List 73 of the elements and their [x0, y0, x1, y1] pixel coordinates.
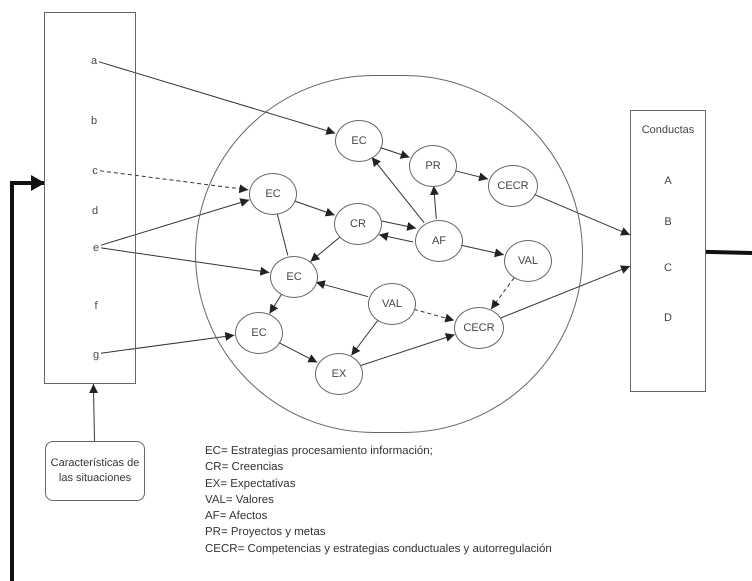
legend-text: PR= Proyectos y metas: [205, 525, 326, 540]
node-label: EC: [251, 326, 267, 340]
arrow: [381, 220, 417, 231]
situation-box: [44, 12, 136, 384]
node-label: Conductas: [640, 123, 696, 137]
node-label: EC: [265, 187, 281, 201]
concept-ellipse: [315, 353, 363, 395]
legend-text: EX= Expectativas: [205, 476, 296, 492]
concept-ellipse: [249, 173, 297, 215]
concept-ellipse: [415, 220, 463, 262]
concept-ellipse: [334, 203, 382, 245]
legend-text: CECR= Competencias y estrategias conductuales y autorregulación: [205, 542, 552, 557]
arrow: [100, 247, 270, 276]
concept-ellipse: [270, 256, 318, 298]
arrow: [98, 61, 336, 135]
legend-text: CR= Creencias: [205, 460, 284, 476]
node-label: AF: [432, 234, 446, 248]
concept-ellipse: [454, 307, 504, 349]
item-letter: d: [92, 204, 98, 218]
arrow: [490, 277, 515, 310]
node-label: Características de las situaciones: [50, 456, 140, 486]
node-label: B: [663, 215, 673, 229]
arrow: [371, 156, 425, 224]
concept-ellipse: [335, 120, 383, 162]
arrow: [100, 332, 235, 354]
rounded-box: [45, 441, 145, 501]
item-letter: g: [92, 348, 100, 362]
arrow: [500, 265, 630, 318]
node-label: CECR: [497, 179, 529, 193]
legend-text: EC= Estrategias procesamiento información;: [205, 444, 434, 459]
node-label: PR: [425, 159, 441, 173]
arrow: [294, 200, 336, 216]
node-label: VAL: [382, 297, 402, 311]
arrow: [430, 185, 439, 220]
legend-text: VAL= Valores: [205, 492, 275, 508]
item-letter: f: [94, 299, 98, 313]
arrow: [413, 308, 455, 322]
arrow: [380, 147, 410, 159]
node-label: CR: [350, 217, 366, 231]
concept-ellipse: [488, 165, 538, 207]
item-letter: c: [92, 164, 98, 178]
node-label: C: [663, 261, 673, 275]
item-letter: e: [92, 241, 100, 255]
node-label: D: [663, 311, 673, 325]
node-label: CECR: [463, 321, 495, 335]
node-label: EC: [286, 270, 302, 284]
item-letter: a: [90, 54, 98, 68]
arrow: [100, 198, 250, 246]
feedback-arrow: [10, 175, 45, 581]
arrow: [310, 236, 340, 262]
item-letter: b: [90, 114, 98, 128]
node-label: VAL: [518, 254, 538, 268]
arrow: [100, 170, 249, 194]
concept-ellipse: [504, 240, 552, 282]
concept-ellipse: [409, 145, 457, 187]
arrow: [89, 384, 98, 442]
connector-line: [276, 213, 288, 256]
arrow: [315, 280, 369, 298]
arrow: [454, 170, 488, 182]
arrow: [360, 333, 456, 366]
behaviour-box: [630, 110, 706, 392]
arrow: [378, 232, 414, 242]
node-label: EX: [332, 367, 346, 381]
node-label: EC: [351, 134, 367, 148]
arrow: [460, 244, 504, 258]
concept-ellipse: [235, 312, 283, 354]
arrow: [278, 342, 318, 363]
arrow: [269, 294, 282, 314]
concept-ellipse: [368, 283, 416, 325]
legend-text: AF= Afectos: [205, 509, 268, 524]
arrow: [350, 320, 378, 356]
node-label: A: [663, 174, 673, 188]
arrow: [534, 194, 630, 236]
